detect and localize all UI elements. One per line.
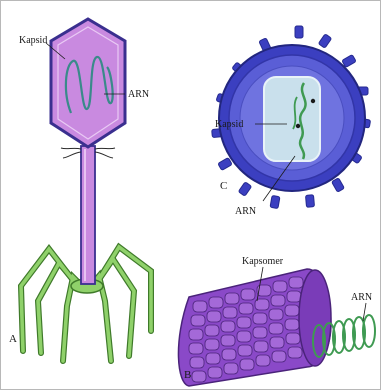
capsomer-label: Kapsomer — [242, 256, 284, 267]
helical-rna-label: ARN — [351, 292, 372, 303]
figure-a-letter: A — [9, 333, 17, 345]
enveloped-virus-figure: Kapsid ARN C — [212, 26, 371, 217]
figure-b-letter: B — [184, 369, 191, 381]
core-capsid-label: Kapsid — [215, 119, 243, 130]
phage-rna-label: ARN — [128, 89, 149, 100]
figure-c-letter: C — [220, 180, 227, 192]
bacteriophage-figure: Kapsid ARN A — [9, 19, 151, 361]
core-capsid — [264, 77, 320, 161]
phage-capsid-label: Kapsid — [19, 35, 47, 46]
phage-capsid-head — [51, 19, 125, 147]
core-rna-label: ARN — [235, 206, 256, 217]
tail-sheath — [81, 146, 95, 284]
helical-capsid-figure: Kapsomer ARN B — [178, 256, 375, 386]
